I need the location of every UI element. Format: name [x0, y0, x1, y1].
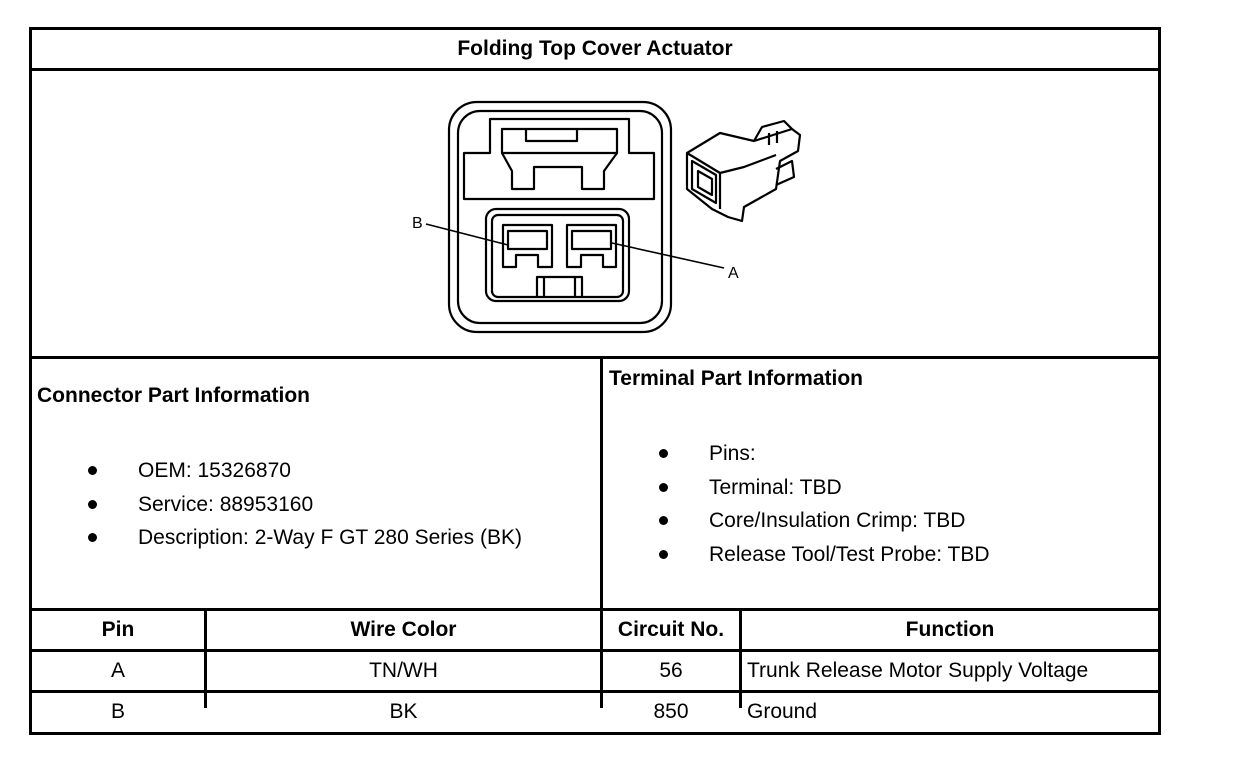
column-header-function: Function [905, 618, 995, 641]
cavity-b-inner [506, 229, 549, 251]
cavity-a-inner [570, 229, 613, 251]
connector-iso-latch-ribs [767, 131, 779, 145]
connector-inner-shell [456, 109, 664, 325]
table-cell-circuit: 850 [653, 700, 689, 723]
polarizing-key [535, 275, 584, 297]
table-cell-function: Ground [747, 700, 818, 723]
pin-b-callout: B [412, 215, 423, 232]
connector-iso-face [690, 159, 718, 205]
divider [32, 68, 1158, 71]
latch-tab [524, 129, 579, 143]
table-cell-pin: B [110, 700, 125, 723]
terminal-part-heading: Terminal Part Information [609, 367, 863, 390]
latch-arm [501, 152, 618, 191]
divider [739, 608, 742, 708]
table-cell-pin: A [110, 659, 125, 682]
table-cell-wire-color: BK [389, 700, 418, 723]
divider [32, 356, 1158, 359]
divider [32, 690, 1158, 693]
connector-part-heading: Connector Part Information [37, 384, 311, 407]
connector-iso-edge [686, 152, 777, 175]
connector-outer-shell [447, 100, 673, 334]
connector-diagram: B A [32, 71, 1158, 357]
divider [600, 356, 603, 708]
polarizing-key-ribs [542, 277, 577, 297]
connector-iso-side-lock [775, 159, 796, 187]
connector-info-sheet: Folding Top Cover Actuator [29, 27, 1161, 735]
leader-a [611, 242, 725, 269]
divider [204, 608, 207, 708]
table-cell-wire-color: TN/WH [369, 659, 438, 682]
leader-b [425, 223, 509, 246]
connector-face-drawing: B A [412, 100, 802, 334]
table-cell-circuit: 56 [659, 659, 683, 682]
column-header-wire-color: Wire Color [350, 618, 457, 641]
divider [32, 608, 1158, 611]
column-header-circuit: Circuit No. [617, 618, 725, 641]
column-header-pin: Pin [101, 618, 135, 641]
latch-housing [462, 117, 656, 201]
cavity-b [501, 223, 554, 269]
sheet-title: Folding Top Cover Actuator [457, 37, 733, 60]
pin-a-callout: A [728, 265, 739, 282]
connector-iso-latch [753, 119, 793, 142]
divider [32, 649, 1158, 652]
cavity-block [484, 207, 631, 303]
table-cell-function: Trunk Release Motor Supply Voltage [747, 659, 1089, 682]
cavity-inner [490, 213, 625, 299]
connector-iso-pin-window [696, 169, 714, 197]
cavity-a [565, 223, 618, 269]
connector-iso-body [685, 127, 802, 223]
